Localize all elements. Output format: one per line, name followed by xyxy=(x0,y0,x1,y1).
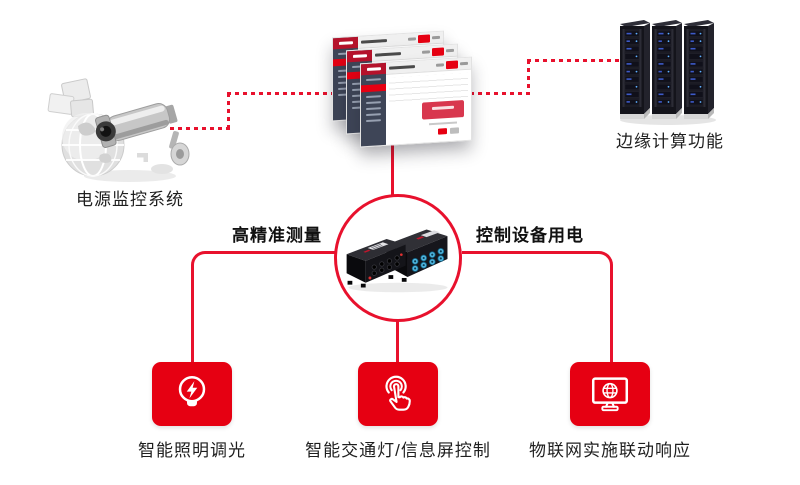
monitor-globe-icon xyxy=(591,377,629,412)
connector-hub-to-touch xyxy=(396,318,399,363)
edge-node-label: 边缘计算功能 xyxy=(616,132,724,151)
dashed-connector-camera-h1 xyxy=(170,127,230,130)
dashed-connector-edge-h1 xyxy=(470,92,530,95)
connector-hub-to-bulb xyxy=(191,251,337,366)
light-bulb-lightning-icon xyxy=(178,375,206,407)
server-rack-icon xyxy=(619,19,716,125)
cctv-camera-globe-icon xyxy=(47,78,190,182)
traffic-control-label: 智能交通灯/信息屏控制 xyxy=(305,441,491,460)
smart-lighting-label: 智能照明调光 xyxy=(138,441,246,460)
traffic-control-tile xyxy=(358,362,438,426)
dashed-connector-camera-h2 xyxy=(227,92,335,95)
connector-hub-to-monitor xyxy=(462,251,613,366)
smart-lighting-tile xyxy=(152,362,232,426)
dashed-connector-edge-h2 xyxy=(527,59,624,62)
left-link-label: 高精准测量 xyxy=(232,226,322,245)
hub-circle xyxy=(334,194,462,322)
iot-response-label: 物联网实施联动响应 xyxy=(529,441,691,460)
touch-tap-icon xyxy=(385,375,411,411)
right-link-label: 控制设备用电 xyxy=(476,226,584,245)
iot-response-tile xyxy=(570,362,650,426)
camera-node-label: 电源监控系统 xyxy=(76,190,184,209)
dashboard-screen-front xyxy=(360,56,472,148)
dashed-connector-camera-v xyxy=(227,93,230,130)
dashed-connector-edge-v xyxy=(527,60,530,95)
connector-platform-to-hub xyxy=(391,141,394,199)
power-controller-device-icon xyxy=(346,229,448,293)
